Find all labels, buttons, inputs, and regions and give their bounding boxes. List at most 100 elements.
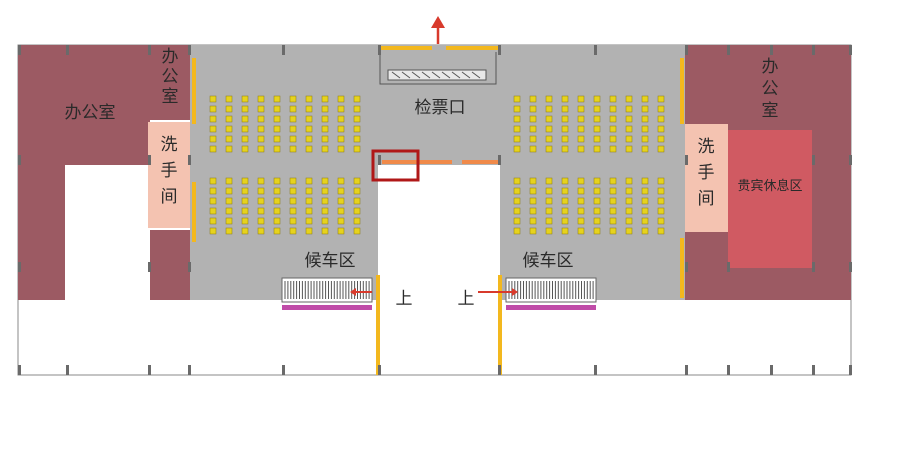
- seat-icon: [209, 187, 217, 195]
- seat-icon: [305, 217, 313, 225]
- seat-icon: [545, 197, 553, 205]
- seat-icon: [289, 227, 297, 235]
- wall-tick: [812, 45, 815, 55]
- seat-icon: [321, 135, 329, 143]
- seat-icon: [305, 145, 313, 153]
- wall-tick: [66, 45, 69, 55]
- seat-icon: [353, 145, 361, 153]
- stair-left-arrow-icon: [350, 288, 372, 296]
- seat-icon: [273, 207, 281, 215]
- seat-icon: [209, 115, 217, 123]
- seat-icon: [641, 145, 649, 153]
- seat-icon: [353, 207, 361, 215]
- seat-icon: [625, 135, 633, 143]
- seat-icon: [561, 135, 569, 143]
- seat-icon: [289, 187, 297, 195]
- wall-tick: [727, 45, 730, 55]
- seat-icon: [353, 95, 361, 103]
- vip-lounge-label: 贵宾休息区: [737, 178, 802, 194]
- seat-icon: [625, 207, 633, 215]
- seat-icon: [561, 145, 569, 153]
- seat-icon: [209, 207, 217, 215]
- seat-icon: [641, 197, 649, 205]
- seat-icon: [289, 197, 297, 205]
- seat-icon: [657, 207, 665, 215]
- seat-icon: [625, 197, 633, 205]
- stairs-box: [505, 277, 597, 303]
- seat-icon: [257, 197, 265, 205]
- seat-icon: [289, 115, 297, 123]
- seat-icon: [657, 227, 665, 235]
- seat-icon: [641, 217, 649, 225]
- wall-tick: [812, 262, 815, 272]
- seat-icon: [593, 177, 601, 185]
- seat-icon: [657, 197, 665, 205]
- seat-icon: [225, 217, 233, 225]
- seat-icon: [353, 227, 361, 235]
- seat-icon: [529, 227, 537, 235]
- seat-icon: [289, 177, 297, 185]
- waiting-hall: [190, 45, 685, 300]
- seat-icon: [657, 95, 665, 103]
- seat-icon: [577, 197, 585, 205]
- seat-icon: [321, 217, 329, 225]
- seat-icon: [625, 187, 633, 195]
- seat-icon: [273, 177, 281, 185]
- wall-ticks: [18, 45, 852, 375]
- wall-tick: [812, 365, 815, 375]
- seat-icon: [321, 105, 329, 113]
- seat-icon: [577, 125, 585, 133]
- seat-icon: [609, 115, 617, 123]
- doors: [192, 46, 684, 375]
- seat-icon: [513, 135, 521, 143]
- seat-icon: [513, 217, 521, 225]
- seat-icon: [241, 207, 249, 215]
- seat-icon: [257, 145, 265, 153]
- wall-tick: [66, 365, 69, 375]
- seat-icon: [353, 187, 361, 195]
- seat-icon: [257, 217, 265, 225]
- seat-icon: [641, 207, 649, 215]
- seat-icon: [545, 125, 553, 133]
- office-right-label: 办公室: [762, 57, 779, 121]
- seat-icon: [337, 227, 345, 235]
- stair-edge: [506, 305, 596, 310]
- seat-icon: [353, 177, 361, 185]
- seat-icon: [657, 187, 665, 195]
- seat-icon: [337, 145, 345, 153]
- seat-icon: [625, 217, 633, 225]
- wall-tick: [498, 45, 501, 55]
- seat-icon: [241, 217, 249, 225]
- seat-icon: [353, 105, 361, 113]
- seat-icon: [529, 145, 537, 153]
- seat-icon: [209, 177, 217, 185]
- seat-icon: [593, 95, 601, 103]
- seat-icon: [289, 207, 297, 215]
- seat-icon: [513, 95, 521, 103]
- seat-icon: [513, 197, 521, 205]
- seat-icon: [321, 207, 329, 215]
- wall-tick: [378, 155, 381, 165]
- seat-icon: [273, 187, 281, 195]
- seat-icon: [529, 207, 537, 215]
- seat-icon: [609, 197, 617, 205]
- seat-icon: [257, 227, 265, 235]
- seat-icon: [529, 105, 537, 113]
- seat-icon: [641, 105, 649, 113]
- seat-icon: [337, 125, 345, 133]
- seat-icon: [577, 207, 585, 215]
- ticket-gate-turnstiles: [379, 52, 497, 85]
- seat-icon: [593, 217, 601, 225]
- wall-tick: [188, 365, 191, 375]
- seat-icon: [609, 95, 617, 103]
- seat-icon: [337, 187, 345, 195]
- seat-icon: [289, 217, 297, 225]
- wall-tick: [685, 45, 688, 55]
- seat-icon: [593, 125, 601, 133]
- seat-icon: [529, 125, 537, 133]
- wall-tick: [18, 155, 21, 165]
- seat-icon: [209, 197, 217, 205]
- stairs-icon: [281, 277, 597, 310]
- seat-icon: [593, 227, 601, 235]
- seat-icon: [241, 135, 249, 143]
